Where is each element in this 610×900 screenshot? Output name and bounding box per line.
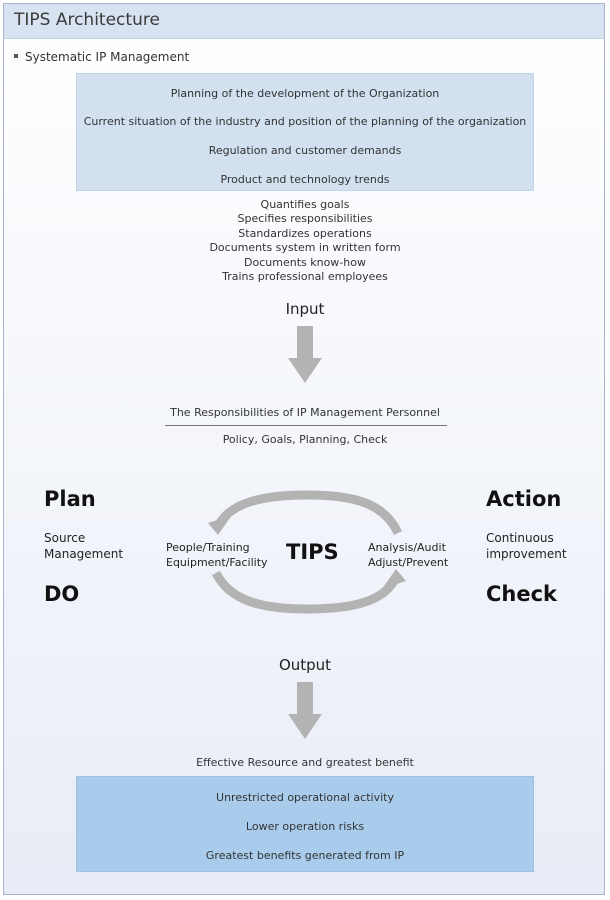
top-box-item: Product and technology trends	[220, 173, 390, 186]
action-desc-line2: improvement	[486, 547, 567, 561]
benefit-item: Standardizes operations	[238, 227, 372, 240]
plan-desc-line1: Source	[44, 531, 86, 545]
plan-label: Plan	[44, 487, 96, 511]
down-arrow-icon	[288, 326, 322, 383]
bottom-box-item: Lower operation risks	[245, 820, 365, 833]
header-bar: TIPS Architecture	[4, 4, 604, 39]
top-box: Planning of the development of the Organ…	[76, 73, 534, 191]
tips-center-label: TIPS	[286, 540, 339, 564]
plan-desc-line2: Management	[44, 547, 124, 561]
cycle-left-line1: People/Training	[166, 541, 250, 554]
responsibilities-title: The Responsibilities of IP Management Pe…	[170, 406, 440, 419]
check-label: Check	[486, 582, 558, 606]
benefit-item: Documents system in written form	[209, 241, 401, 254]
subtitle: Systematic IP Management	[25, 50, 190, 64]
subtitle-row: Systematic IP Management	[14, 50, 189, 64]
down-arrow-icon	[288, 682, 322, 739]
bottom-box-item: Unrestricted operational activity	[216, 791, 394, 804]
responsibilities-items: Policy, Goals, Planning, Check	[222, 433, 388, 446]
divider-line	[165, 425, 447, 426]
do-label: DO	[44, 582, 80, 606]
benefit-item: Trains professional employees	[222, 270, 388, 283]
cycle-arrows-icon	[208, 490, 406, 614]
diagram-frame: TIPS Architecture Systematic IP Manageme…	[3, 3, 605, 895]
top-box-item: Current situation of the industry and po…	[83, 115, 527, 128]
benefit-item: Quantifies goals	[260, 198, 350, 211]
bullet-icon	[14, 53, 18, 58]
bottom-box: Unrestricted operational activity Lower …	[76, 776, 534, 872]
output-label: Output	[278, 656, 332, 674]
action-desc-line1: Continuous	[486, 531, 554, 545]
top-box-item: Regulation and customer demands	[208, 144, 402, 157]
cycle-right-line2: Adjust/Prevent	[368, 556, 449, 569]
benefit-item: Specifies responsibilities	[237, 212, 373, 225]
cycle-left-line2: Equipment/Facility	[166, 556, 268, 569]
page-title: TIPS Architecture	[14, 10, 160, 30]
benefit-item: Documents know-how	[244, 256, 366, 269]
input-label: Input	[285, 300, 325, 318]
result-text: Effective Resource and greatest benefit	[196, 756, 414, 769]
cycle-right-line1: Analysis/Audit	[368, 541, 446, 554]
action-label: Action	[486, 487, 562, 511]
bottom-box-item: Greatest benefits generated from IP	[205, 849, 405, 862]
top-box-item: Planning of the development of the Organ…	[170, 87, 440, 100]
